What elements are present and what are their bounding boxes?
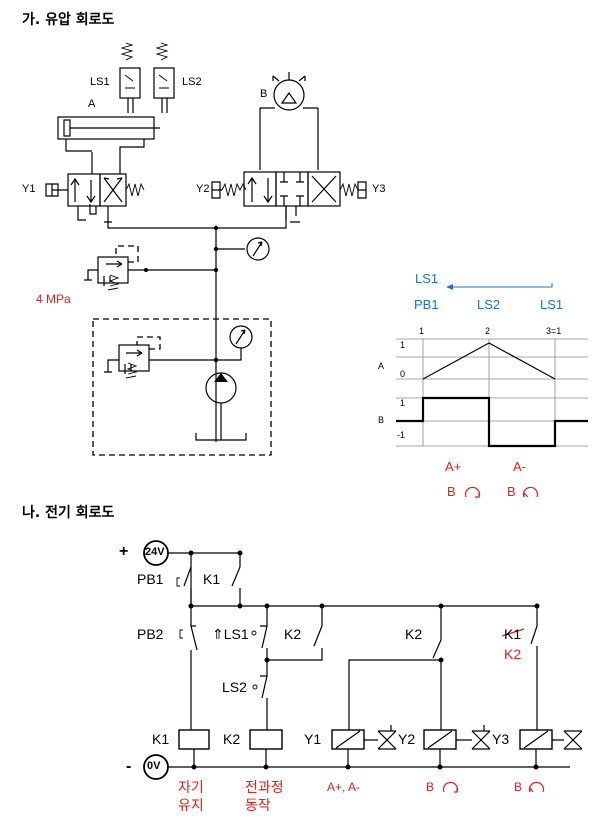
timing-top-ls2: LS2 (477, 297, 501, 312)
limit-switch-ls1 (119, 42, 141, 113)
label-k1-seal: K1 (203, 571, 221, 587)
minus-sign: - (126, 758, 132, 775)
relief-valve-outer (84, 245, 148, 291)
label-ls1-contact: ⇑LS1 (212, 626, 249, 642)
timing-top-ls1-left: LS1 (415, 271, 439, 286)
timing-phase-a-plus: A+ (445, 459, 462, 474)
timing-a-level-0: 0 (400, 369, 406, 379)
pressure-gauge-1 (246, 237, 270, 261)
limit-switch-ls2 (153, 42, 175, 113)
hydraulic-heading: 가. 유압 회로도 (22, 12, 115, 28)
label-y1: Y1 (22, 183, 36, 195)
label-y2-coil: Y2 (398, 731, 416, 747)
label-pb2: PB2 (137, 626, 164, 642)
ground-0v: 0V (147, 760, 161, 772)
label-ls2: LS2 (182, 76, 202, 88)
relief-valve-inner (104, 336, 216, 379)
label-y1-coil: Y1 (304, 731, 322, 747)
hydraulic-pump (195, 372, 247, 441)
label-coil-k1: K1 (152, 731, 170, 747)
pump-unit-frame (92, 318, 272, 456)
note-b-cw: B (426, 780, 435, 794)
timing-b-level-1: 1 (400, 398, 406, 408)
timing-phase-b-cw: B (447, 484, 456, 499)
note-a-plus-minus: A+, A- (327, 780, 361, 794)
timing-row-a: A (378, 361, 385, 371)
note-hold-2: 유지 (178, 797, 204, 813)
label-k1-struck: K1 (504, 626, 522, 642)
label-motor-b: B (260, 88, 268, 100)
trace-a (422, 342, 556, 380)
supply-24v: 24V (145, 546, 165, 558)
label-k2-seal: K2 (284, 626, 302, 642)
label-ls2-contact: LS2 (222, 679, 247, 695)
label-pb1: PB1 (137, 571, 164, 587)
timing-top-pb1: PB1 (414, 297, 439, 312)
note-hold-1: 자기 (178, 779, 204, 795)
timing-step-1: 1 (419, 326, 425, 336)
note-b-ccw: B (514, 780, 523, 794)
timing-step-3: 3=1 (546, 326, 562, 336)
label-k2-replacement: K2 (504, 646, 522, 662)
valve-y1 (45, 152, 145, 223)
electric-heading: 나. 전기 회로도 (22, 505, 115, 521)
timing-a-level-1: 1 (400, 340, 406, 350)
note-trans-1: 전과정 (245, 779, 284, 795)
pressure-gauge-2 (216, 325, 253, 361)
timing-phase-a-minus: A- (513, 459, 526, 474)
plus-sign: + (119, 543, 129, 560)
hydraulic-motor-b (259, 72, 319, 170)
valve-y2-y3 (211, 171, 367, 223)
label-y3: Y3 (372, 183, 386, 195)
label-pressure: 4 MPa (36, 292, 71, 306)
cylinder-a (57, 116, 160, 152)
trace-b (396, 396, 588, 448)
label-ls1: LS1 (90, 76, 110, 88)
timing-phase-b-ccw: B (507, 484, 516, 499)
label-k2-contact-a: K2 (405, 626, 423, 642)
label-y2: Y2 (196, 183, 210, 195)
label-y3-coil: Y3 (492, 731, 510, 747)
note-trans-2: 동작 (245, 797, 271, 813)
label-cylinder-a: A (88, 98, 96, 110)
timing-b-level-neg1: -1 (397, 430, 406, 440)
timing-row-b: B (378, 415, 385, 425)
label-coil-k2: K2 (223, 731, 241, 747)
timing-step-2: 2 (485, 326, 491, 336)
up-arrow-icon: ⇑ (212, 626, 224, 642)
timing-top-ls1-right: LS1 (540, 297, 564, 312)
